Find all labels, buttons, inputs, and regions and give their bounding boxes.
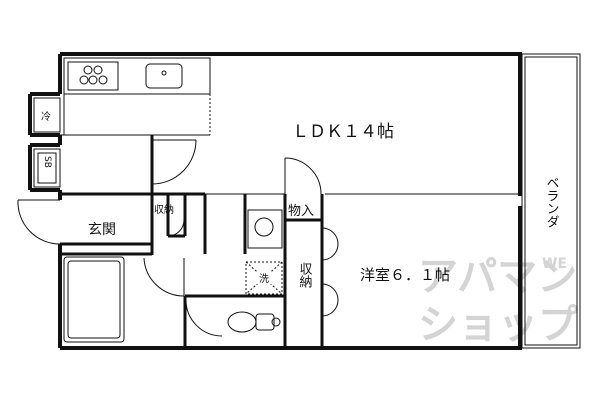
toilet-icon <box>227 311 281 333</box>
watermark-line1: アパマン <box>418 254 577 300</box>
small-storage-label: 収納 <box>154 203 174 216</box>
entrance-label: 玄関 <box>88 221 116 238</box>
washer-space: 洗 <box>245 261 283 295</box>
western-room-label: 洋室６．１帖 <box>360 266 450 284</box>
shoe-box: SB <box>33 148 61 188</box>
washer-label: 洗 <box>259 273 269 285</box>
fridge-label: 冷 <box>41 110 51 123</box>
bathtub <box>63 256 125 343</box>
stove-icon <box>67 61 119 91</box>
closet-label: 物入 <box>288 204 314 219</box>
ldk-label: ＬＤＫ１４帖 <box>292 122 394 142</box>
fridge-space: 冷 <box>33 97 61 133</box>
sink-icon <box>145 63 183 89</box>
balcony-label: ベランダ <box>544 176 560 228</box>
watermark-line2: ショップ <box>418 302 578 348</box>
outer-walls <box>28 52 522 350</box>
tall-storage-label: 収納 <box>297 262 313 289</box>
kitchen-counter <box>60 57 211 136</box>
washbasin-icon <box>247 209 283 249</box>
doors <box>17 139 339 337</box>
balcony: ベランダ <box>521 53 581 349</box>
watermark: アパマン ショップ WE <box>418 254 578 348</box>
watermark-small: WE <box>542 256 567 272</box>
shoe-box-label: SB <box>42 156 52 168</box>
interior-walls <box>60 135 520 348</box>
